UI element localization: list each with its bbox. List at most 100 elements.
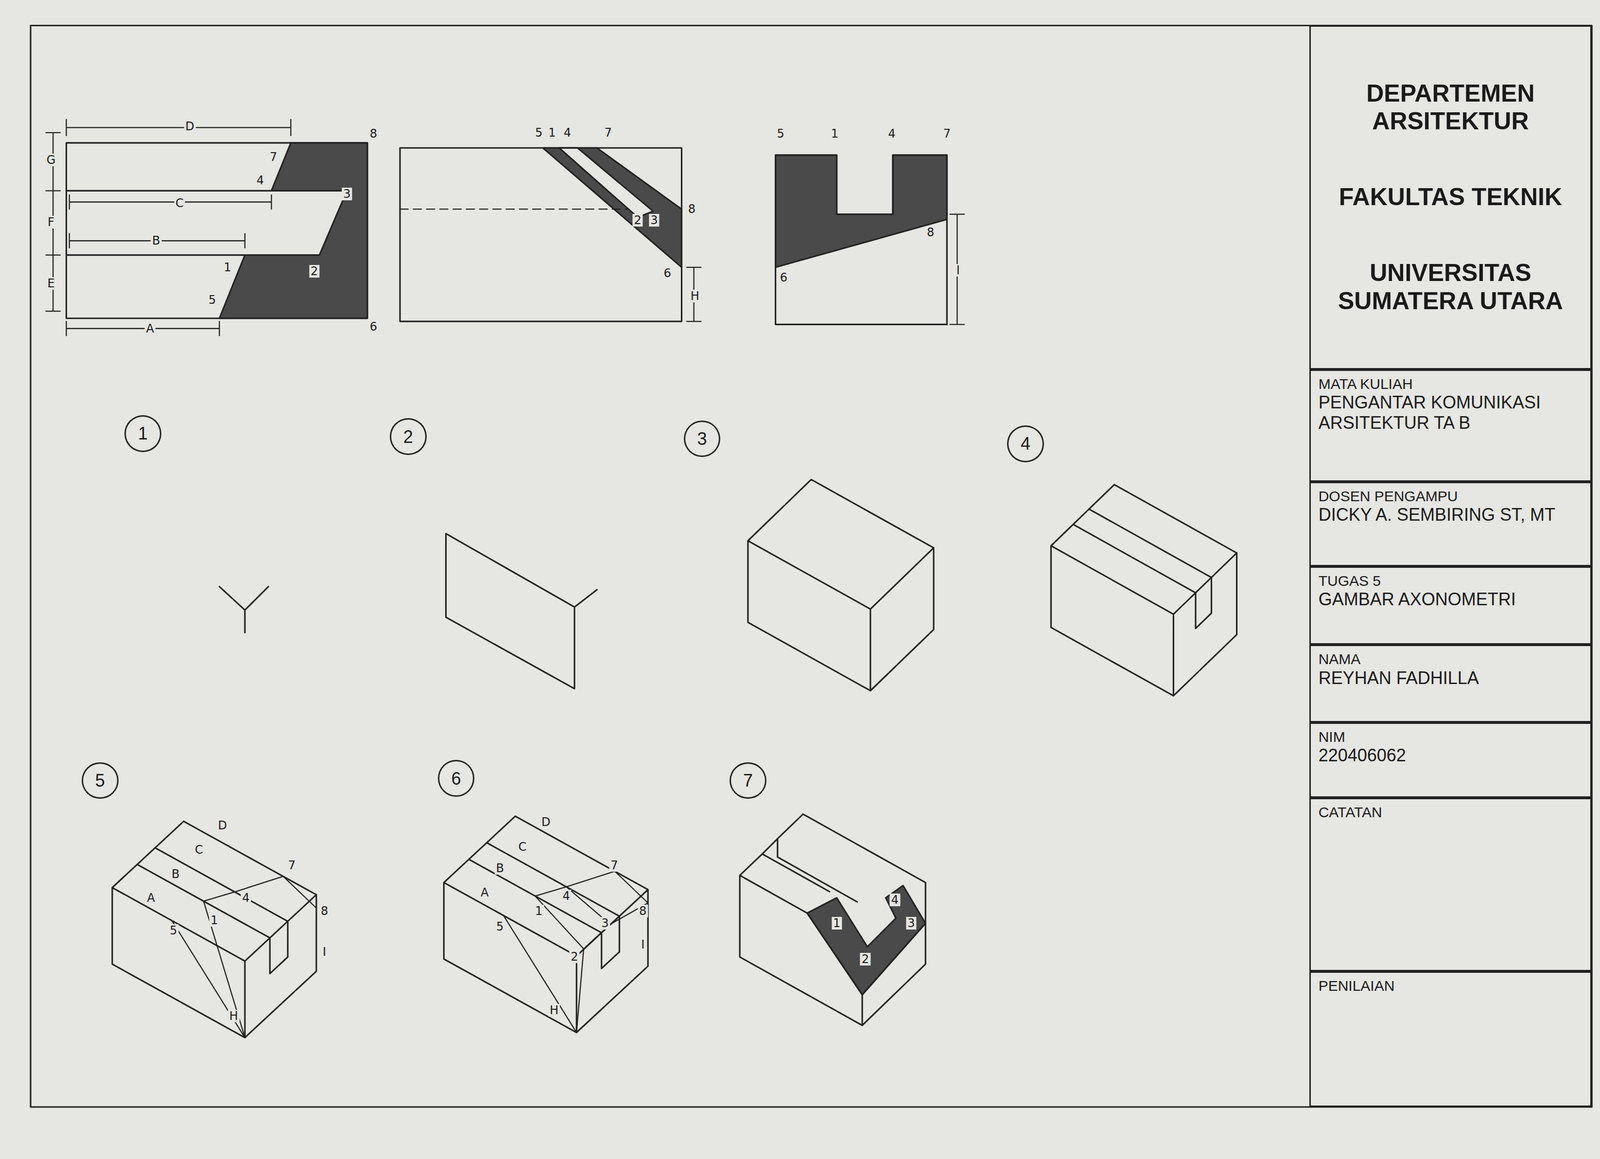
point-label: C — [173, 196, 186, 210]
point-label: 8 — [686, 202, 697, 216]
drawing-label: 1 — [829, 127, 840, 140]
drawing-label: C — [173, 196, 186, 210]
drawing-label: C — [193, 843, 205, 856]
drawing-label: 6 — [778, 271, 789, 284]
drawing-label: 7 — [603, 126, 614, 140]
field-heading: PENILAIAN — [1318, 977, 1583, 995]
step-number-text: 5 — [95, 770, 105, 791]
drawing-label: 1 — [546, 126, 557, 140]
field-heading: NAMA — [1318, 650, 1583, 668]
drawing-label: 5 — [207, 293, 218, 307]
point-label: 2 — [632, 213, 644, 227]
step-number-text: 1 — [138, 423, 148, 444]
point-label: 1 — [208, 913, 220, 927]
sheet-frame — [30, 25, 1592, 1107]
drawing-label: H — [689, 289, 701, 303]
drawing-label: G — [45, 153, 58, 167]
drawing-label: 6 — [661, 266, 673, 280]
side-hatch — [775, 155, 948, 268]
drawing-label: 3 — [905, 916, 917, 930]
step-number-text: 3 — [696, 428, 707, 449]
point-label: 5 — [494, 920, 505, 933]
dimension-line — [686, 267, 701, 322]
point-label: E — [45, 277, 56, 290]
drawing-label: 8 — [319, 904, 330, 918]
drawing-label: 4 — [561, 889, 572, 903]
point-label: A — [145, 891, 157, 905]
title-block-cell: NIM220406062 — [1309, 722, 1593, 798]
elevation-hatch — [542, 147, 682, 268]
point-label: I — [321, 945, 328, 958]
point-label: 6 — [778, 271, 789, 284]
point-label: 1 — [546, 126, 557, 140]
drawing-label: 3 — [599, 916, 610, 930]
drawing-label: D — [183, 120, 196, 133]
point-label: 7 — [603, 126, 614, 140]
drawing-label: H — [548, 1003, 560, 1017]
iso-box — [443, 816, 648, 1033]
point-label: 7 — [941, 127, 953, 140]
drawing-label: 1 — [831, 916, 842, 930]
drawing-label: 3 — [648, 213, 660, 227]
field-text: REYHAN FADHILLA — [1318, 667, 1583, 688]
drawing-label: A — [479, 886, 490, 899]
point-label: B — [170, 867, 181, 881]
plan-hatch — [219, 142, 367, 319]
drawing-label: 2 — [632, 213, 644, 227]
point-label: A — [144, 322, 156, 335]
drawing-label: 2 — [860, 952, 871, 966]
construction-line — [172, 876, 317, 1038]
title-block-cell: TUGAS 5GAMBAR AXONOMETRI — [1309, 566, 1593, 645]
point-label: 4 — [562, 126, 573, 140]
point-label: 4 — [561, 889, 572, 903]
drawing-label: 4 — [562, 126, 573, 140]
point-label: 1 — [831, 916, 842, 930]
field-text: DEPARTEMEN ARSITEKTUR — [1318, 79, 1583, 136]
drawing-label: 2 — [309, 264, 320, 278]
step-number: 7 — [729, 762, 767, 800]
drawing-label: 4 — [240, 891, 251, 905]
drawing-label: 7 — [941, 127, 953, 140]
drawing-label: 4 — [889, 893, 901, 906]
point-label: 5 — [207, 293, 218, 307]
point-label: B — [494, 861, 506, 875]
point-label: 2 — [860, 952, 871, 966]
point-label: B — [150, 234, 162, 247]
field-text: UNIVERSITAS SUMATERA UTARA — [1318, 259, 1583, 315]
point-label: 6 — [368, 320, 379, 333]
drawing-label: 2 — [569, 950, 580, 963]
step-number-text: 4 — [1020, 433, 1031, 454]
iso-box — [112, 820, 317, 1038]
drawing-label: 4 — [886, 127, 897, 140]
step-number-text: 6 — [451, 768, 461, 789]
point-label: 3 — [905, 916, 917, 930]
point-label: H — [227, 1009, 240, 1023]
dimension-line — [950, 214, 965, 325]
point-label: D — [539, 815, 552, 829]
point-label: 4 — [889, 893, 901, 906]
point-label: 7 — [608, 858, 620, 872]
elevation-outline — [400, 147, 682, 322]
drawing-label: 5 — [775, 127, 786, 140]
step-number-text: 7 — [743, 770, 753, 791]
point-label: 1 — [829, 127, 840, 140]
iso-solid — [739, 814, 926, 1026]
field-text: DICKY A. SEMBIRING ST, MT — [1318, 504, 1583, 525]
step-number: 5 — [81, 762, 119, 800]
drawing-label: I — [321, 945, 328, 958]
point-label: 8 — [368, 127, 379, 140]
drawing-label: 5 — [168, 923, 179, 937]
point-label: 7 — [268, 150, 279, 164]
point-label: 4 — [240, 891, 251, 905]
point-label: F — [46, 215, 56, 229]
title-block-cell: NAMAREYHAN FADHILLA — [1309, 644, 1593, 722]
drawing-label: I — [639, 938, 646, 951]
drawing-label: 8 — [925, 226, 936, 239]
drawing-label: B — [150, 234, 162, 247]
step-number: 3 — [683, 420, 721, 458]
point-label: 2 — [569, 950, 580, 963]
point-label: H — [548, 1003, 560, 1017]
elevation-slot — [559, 147, 654, 218]
drawing-label: A — [145, 891, 157, 905]
